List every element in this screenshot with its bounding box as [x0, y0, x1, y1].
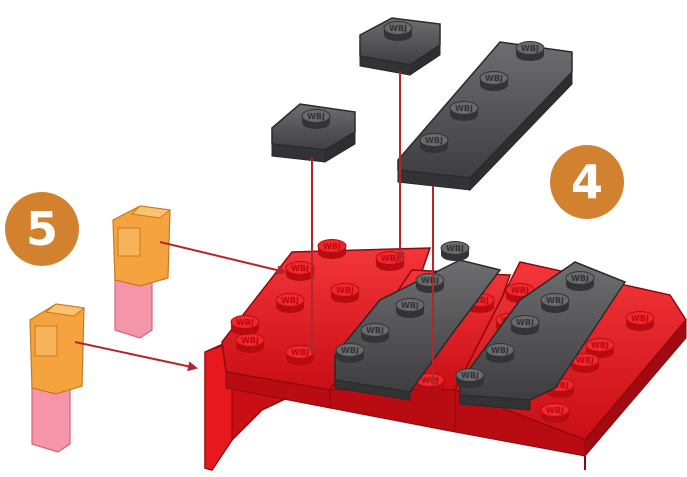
- stud-logo-text: WBJ: [341, 346, 359, 355]
- gray-stud: WBJ: [455, 368, 485, 388]
- gray-stud: WBJ: [515, 41, 545, 61]
- stud-logo-text: WBJ: [421, 276, 439, 285]
- clip-parts: [29, 205, 172, 453]
- red-stud: WBJ: [235, 333, 265, 353]
- stud-logo-text: WBJ: [381, 254, 399, 263]
- gray-base-studs: WBJ WBJ WBJ WBJ WBJ WBJ WBJ WBJ WBJ WBJ: [335, 241, 595, 388]
- gray-stud: WBJ: [510, 315, 540, 335]
- stud-logo-text: WBJ: [455, 104, 473, 113]
- stud-logo-text: WBJ: [461, 371, 479, 380]
- stud-logo-text: WBJ: [631, 314, 649, 323]
- gray-stud: WBJ: [565, 271, 595, 291]
- red-stud: WBJ: [585, 338, 615, 358]
- stud-logo-text: WBJ: [425, 136, 443, 145]
- stud-logo-text: WBJ: [471, 296, 489, 305]
- gray-plates-on-base: WBJ WBJ WBJ WBJ WBJ WBJ WBJ WBJ WBJ WBJ: [334, 241, 627, 411]
- stud-logo-text: WBJ: [485, 74, 503, 83]
- stud-logo-text: WBJ: [401, 301, 419, 310]
- stud-logo-text: WBJ: [323, 242, 341, 251]
- gray-stud: WBJ: [479, 71, 509, 91]
- gray-stud: WBJ: [485, 343, 515, 363]
- gray-float-studs: WBJ WBJ WBJ WBJ WBJ WBJ: [301, 21, 545, 153]
- stud-logo-text: WBJ: [307, 112, 325, 121]
- arrow-clip-upper: [159, 241, 287, 275]
- stud-logo-text: WBJ: [236, 318, 254, 327]
- gray-stud: WBJ: [335, 343, 365, 363]
- red-stud: WBJ: [330, 283, 360, 303]
- stud-logo-text: WBJ: [291, 264, 309, 273]
- red-stud: WBJ: [317, 239, 347, 259]
- stud-logo-text: WBJ: [521, 44, 539, 53]
- red-stud: WBJ: [275, 293, 305, 313]
- stud-logo-text: WBJ: [291, 348, 309, 357]
- stud-logo-text: WBJ: [281, 296, 299, 305]
- gray-stud: WBJ: [301, 109, 331, 129]
- step-5-badge: 5: [5, 192, 79, 266]
- stud-logo-text: WBJ: [241, 336, 259, 345]
- stud-logo-text: WBJ: [551, 381, 569, 390]
- gray-stud: WBJ: [449, 101, 479, 121]
- gray-stud: WBJ: [419, 133, 449, 153]
- stud-logo-text: WBJ: [576, 356, 594, 365]
- red-stud: WBJ: [570, 353, 600, 373]
- assembly-arrows: [74, 72, 438, 387]
- red-stud: WBJ: [285, 261, 315, 281]
- clip-upper: [112, 205, 172, 339]
- red-stud: WBJ: [230, 315, 260, 335]
- stud-logo-text: WBJ: [546, 296, 564, 305]
- red-stud: WBJ: [540, 403, 570, 423]
- stud-logo-text: WBJ: [336, 286, 354, 295]
- gray-stud: WBJ: [540, 293, 570, 313]
- stud-logo-text: WBJ: [389, 24, 407, 33]
- stud-logo-text: WBJ: [511, 286, 529, 295]
- stud-logo-text: WBJ: [491, 346, 509, 355]
- clip-lower: [29, 303, 86, 453]
- gray-stud: WBJ: [440, 241, 470, 261]
- red-stud: WBJ: [625, 311, 655, 331]
- arrow-clip-lower: [74, 341, 198, 372]
- stud-logo-text: WBJ: [591, 341, 609, 350]
- step-4-badge: 4: [550, 145, 624, 219]
- stud-logo-text: WBJ: [546, 406, 564, 415]
- stud-logo-text: WBJ: [516, 318, 534, 327]
- red-stud: WBJ: [285, 345, 315, 365]
- stud-logo-text: WBJ: [421, 376, 439, 385]
- gray-stud: WBJ: [383, 21, 413, 41]
- stud-logo-text: WBJ: [446, 244, 464, 253]
- gray-plate-1x1-top: [359, 17, 441, 76]
- gray-stud: WBJ: [415, 273, 445, 293]
- stud-logo-text: WBJ: [571, 274, 589, 283]
- floating-gray-plates: WBJ WBJ WBJ WBJ WBJ WBJ: [271, 17, 573, 192]
- gray-stud: WBJ: [360, 323, 390, 343]
- gray-stud: WBJ: [395, 298, 425, 318]
- stud-logo-text: WBJ: [366, 326, 384, 335]
